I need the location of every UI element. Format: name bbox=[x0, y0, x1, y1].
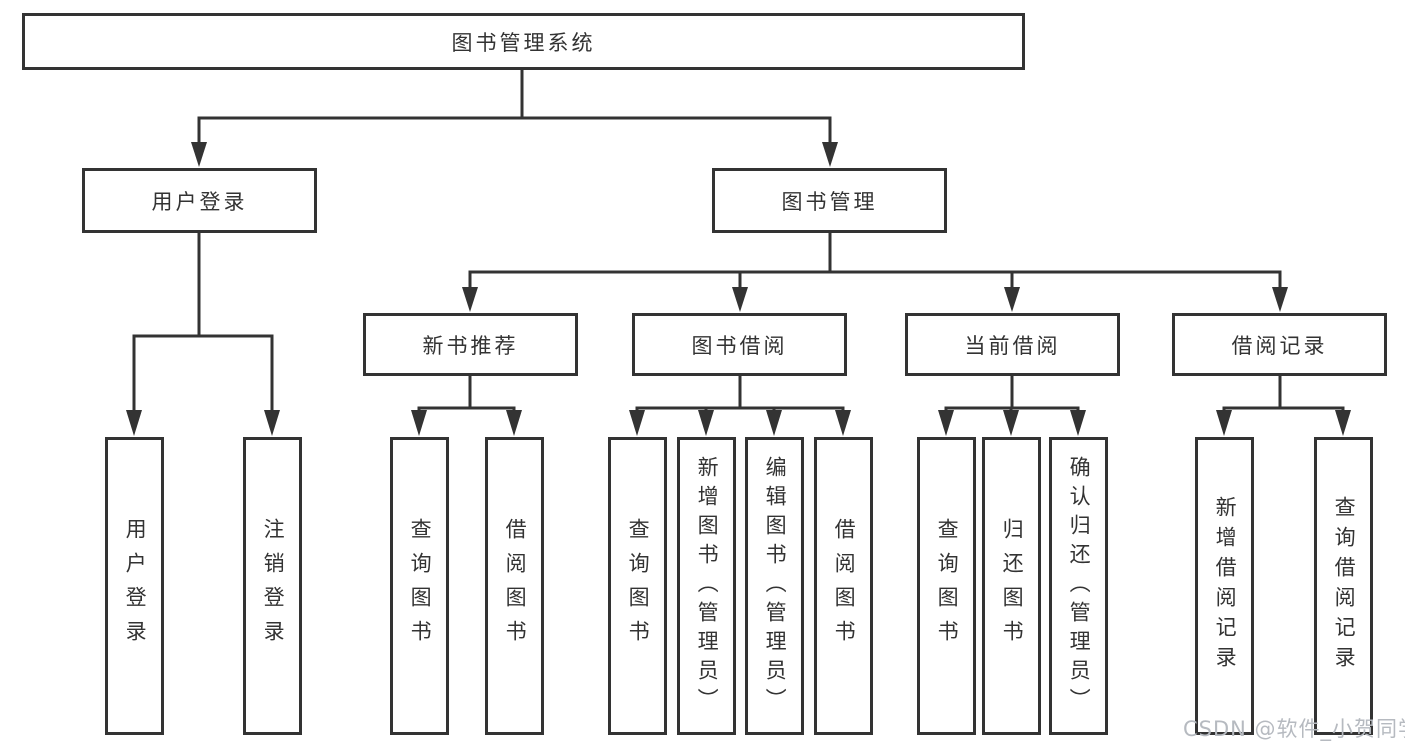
arrowhead bbox=[506, 410, 522, 436]
arrowhead bbox=[1070, 410, 1086, 436]
arrowhead bbox=[1272, 287, 1288, 312]
arrowhead bbox=[1335, 410, 1351, 436]
arrowhead bbox=[766, 410, 782, 436]
leaf-add-borrow-record: 新增借阅记录 bbox=[1195, 437, 1254, 735]
leaf-label: 查询图书 bbox=[408, 518, 433, 654]
node-user-login: 用户登录 bbox=[82, 168, 317, 233]
arrowhead bbox=[732, 287, 748, 312]
arrowhead bbox=[698, 410, 714, 436]
arrowhead bbox=[462, 287, 478, 312]
leaf-edit-books-admin: 编辑图书（管理员） bbox=[745, 437, 804, 735]
connector-new-book-branch bbox=[417, 406, 516, 411]
leaf-label: 查询借阅记录 bbox=[1332, 496, 1357, 676]
watermark: CSDN @软件_小贺同学 bbox=[1183, 717, 1405, 741]
node-root: 图书管理系统 bbox=[22, 13, 1025, 70]
arrowhead bbox=[191, 142, 207, 167]
leaf-return-books: 归还图书 bbox=[982, 437, 1041, 735]
node-book-borrowing: 图书借阅 bbox=[632, 313, 847, 376]
leaf-borrow-books-recommend: 借阅图书 bbox=[485, 437, 544, 735]
node-new-book-recommendation: 新书推荐 bbox=[363, 313, 578, 376]
leaf-query-borrow-record: 查询借阅记录 bbox=[1314, 437, 1373, 735]
connector-level3-branch bbox=[468, 270, 1282, 291]
arrowhead bbox=[264, 410, 280, 436]
leaf-label: 借阅图书 bbox=[832, 518, 857, 654]
connector-level2-branch bbox=[197, 116, 832, 146]
leaf-add-books-admin: 新增图书（管理员） bbox=[677, 437, 736, 735]
arrowhead bbox=[835, 410, 851, 436]
arrowhead bbox=[126, 410, 142, 436]
leaf-label: 新增图书（管理员） bbox=[695, 455, 720, 717]
leaf-query-books-current: 查询图书 bbox=[917, 437, 976, 735]
leaf-label: 编辑图书（管理员） bbox=[763, 455, 788, 717]
node-current-borrowing: 当前借阅 bbox=[905, 313, 1120, 376]
leaf-label: 新增借阅记录 bbox=[1213, 496, 1238, 676]
arrowhead bbox=[1004, 287, 1020, 312]
node-book-management: 图书管理 bbox=[712, 168, 947, 233]
leaf-logout-login: 注销登录 bbox=[243, 437, 302, 735]
connector-borrowing-records-branch bbox=[1222, 406, 1345, 411]
arrowhead bbox=[1216, 410, 1232, 436]
leaf-label: 归还图书 bbox=[1000, 518, 1025, 654]
leaf-label: 查询图书 bbox=[626, 518, 651, 654]
leaf-query-books-recommend: 查询图书 bbox=[390, 437, 449, 735]
connector-book-borrowing-branch bbox=[635, 406, 845, 411]
leaf-user-login: 用户登录 bbox=[105, 437, 164, 735]
leaf-label: 查询图书 bbox=[935, 518, 960, 654]
leaf-confirm-return-admin: 确认归还（管理员） bbox=[1049, 437, 1108, 735]
leaf-label: 借阅图书 bbox=[503, 518, 528, 654]
arrowhead bbox=[938, 410, 954, 436]
arrowhead bbox=[1003, 410, 1019, 436]
arrowhead bbox=[411, 410, 427, 436]
leaf-borrow-books-borrowing: 借阅图书 bbox=[814, 437, 873, 735]
connector-user-login-branch bbox=[132, 334, 274, 412]
leaf-query-books-borrowing: 查询图书 bbox=[608, 437, 667, 735]
leaf-label: 注销登录 bbox=[261, 518, 286, 654]
arrowhead bbox=[822, 142, 838, 167]
node-borrowing-records: 借阅记录 bbox=[1172, 313, 1387, 376]
leaf-label: 用户登录 bbox=[123, 518, 148, 654]
arrowhead bbox=[629, 410, 645, 436]
leaf-label: 确认归还（管理员） bbox=[1067, 455, 1092, 717]
